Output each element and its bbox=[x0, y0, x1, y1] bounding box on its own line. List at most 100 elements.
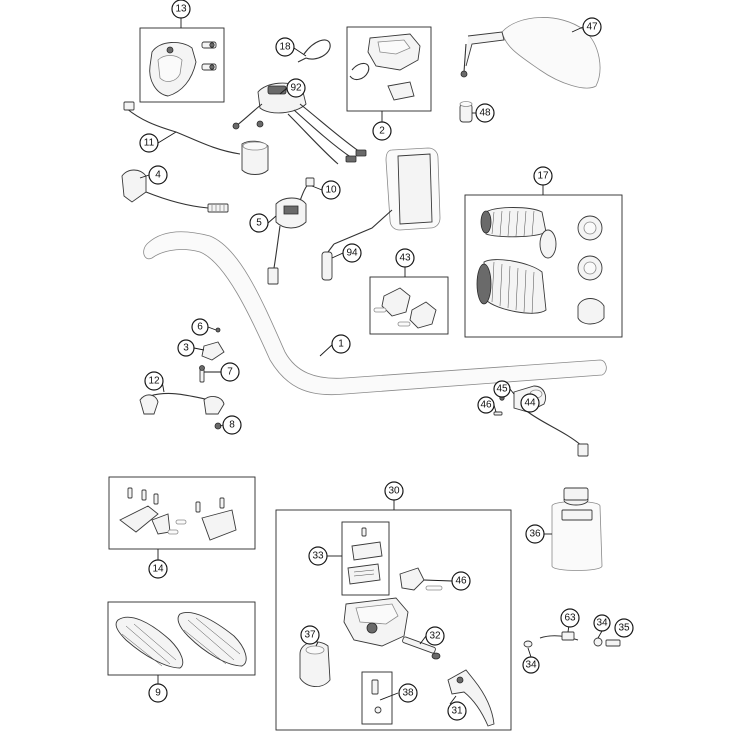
svg-text:5: 5 bbox=[256, 218, 262, 229]
group-box-43 bbox=[369, 276, 449, 335]
svg-text:33: 33 bbox=[312, 551, 324, 562]
svg-text:92: 92 bbox=[290, 83, 302, 94]
grips-17 bbox=[476, 207, 605, 325]
callout-6: 6 bbox=[191, 318, 209, 336]
cable-tie-18 bbox=[297, 39, 331, 63]
callout-1: 1 bbox=[331, 334, 351, 354]
callout-31: 31 bbox=[447, 701, 467, 721]
fluid-bottle-36 bbox=[551, 487, 603, 571]
piston-32 bbox=[402, 636, 441, 660]
callout-94: 94 bbox=[342, 243, 362, 263]
callout-12: 12 bbox=[144, 371, 164, 391]
callout-36: 36 bbox=[525, 524, 545, 544]
callout-48: 48 bbox=[475, 103, 495, 123]
group-box-17 bbox=[464, 194, 623, 338]
group-box-9 bbox=[107, 601, 256, 676]
svg-text:37: 37 bbox=[304, 630, 316, 641]
svg-text:17: 17 bbox=[537, 171, 549, 182]
callout-7: 7 bbox=[220, 362, 240, 382]
svg-text:31: 31 bbox=[451, 706, 463, 717]
callout-37: 37 bbox=[300, 625, 320, 645]
bleeder-38 bbox=[371, 679, 382, 714]
mirror-47 bbox=[460, 17, 601, 89]
callout-33: 33 bbox=[308, 546, 328, 566]
switch-cable-4 bbox=[121, 169, 229, 213]
svg-text:6: 6 bbox=[197, 322, 203, 333]
svg-text:1: 1 bbox=[338, 339, 344, 350]
svg-text:18: 18 bbox=[279, 42, 291, 53]
svg-text:8: 8 bbox=[229, 420, 235, 431]
svg-text:47: 47 bbox=[586, 22, 598, 33]
callout-13: 13 bbox=[171, 0, 191, 19]
svg-text:14: 14 bbox=[152, 564, 164, 575]
callout-34-upper: 34 bbox=[593, 614, 611, 632]
group-box-2 bbox=[346, 26, 432, 112]
switch-5 bbox=[267, 197, 307, 285]
svg-text:11: 11 bbox=[144, 138, 155, 149]
callout-18: 18 bbox=[275, 37, 295, 57]
svg-text:35: 35 bbox=[618, 623, 630, 634]
callout-44: 44 bbox=[520, 393, 540, 413]
callout-43: 43 bbox=[395, 248, 415, 268]
svg-text:45: 45 bbox=[496, 384, 508, 395]
group-box-33 bbox=[341, 521, 390, 596]
group-box-30 bbox=[275, 509, 512, 731]
callout-92: 92 bbox=[286, 78, 306, 98]
callout-63: 63 bbox=[560, 608, 580, 628]
svg-text:3: 3 bbox=[183, 343, 189, 354]
callout-46-upper: 46 bbox=[477, 396, 495, 414]
callout-34-lower: 34 bbox=[522, 656, 540, 674]
callout-38: 38 bbox=[398, 683, 418, 703]
harness-12 bbox=[139, 392, 225, 430]
svg-text:2: 2 bbox=[379, 126, 385, 137]
svg-text:46: 46 bbox=[455, 576, 467, 587]
callout-10: 10 bbox=[321, 180, 341, 200]
callout-2: 2 bbox=[372, 121, 392, 141]
small-bracket-3 bbox=[199, 327, 225, 383]
svg-text:48: 48 bbox=[479, 108, 491, 119]
callout-14: 14 bbox=[148, 559, 168, 579]
svg-text:46: 46 bbox=[480, 400, 492, 411]
callout-35: 35 bbox=[614, 618, 634, 638]
callout-46-lower: 46 bbox=[451, 571, 471, 591]
bracket-assembly-2 bbox=[349, 33, 421, 101]
group-box-38 bbox=[361, 671, 393, 725]
svg-text:44: 44 bbox=[524, 398, 536, 409]
callout-32: 32 bbox=[425, 626, 445, 646]
svg-text:94: 94 bbox=[346, 248, 358, 259]
callout-30: 30 bbox=[384, 481, 404, 501]
callout-9: 9 bbox=[148, 683, 168, 703]
handlebar bbox=[143, 231, 607, 396]
plate-94 bbox=[321, 147, 441, 281]
svg-text:7: 7 bbox=[227, 367, 233, 378]
callout-5: 5 bbox=[249, 213, 269, 233]
switch-harness-11 bbox=[123, 101, 269, 175]
svg-text:4: 4 bbox=[155, 170, 161, 181]
callout-8: 8 bbox=[222, 415, 242, 435]
svg-text:34: 34 bbox=[596, 618, 608, 629]
master-cylinder-30 bbox=[343, 597, 409, 647]
svg-text:36: 36 bbox=[529, 529, 541, 540]
svg-text:38: 38 bbox=[402, 688, 414, 699]
switch-44 bbox=[493, 385, 589, 457]
brake-hose-63 bbox=[523, 631, 621, 648]
group-box-14 bbox=[108, 476, 256, 550]
switch-housing-13 bbox=[149, 41, 217, 97]
svg-text:13: 13 bbox=[175, 4, 187, 15]
clamps-43 bbox=[373, 287, 437, 329]
reservoir-cap-33 bbox=[347, 527, 383, 585]
bracket-kit-14 bbox=[119, 487, 237, 541]
svg-text:10: 10 bbox=[325, 185, 337, 196]
lever-31 bbox=[447, 669, 495, 727]
boot-37 bbox=[299, 641, 331, 687]
svg-text:30: 30 bbox=[388, 486, 400, 497]
svg-text:63: 63 bbox=[564, 613, 576, 624]
callout-47: 47 bbox=[582, 17, 602, 37]
svg-text:32: 32 bbox=[429, 631, 441, 642]
svg-text:34: 34 bbox=[525, 660, 537, 671]
callout-11: 11 bbox=[139, 133, 159, 153]
svg-text:43: 43 bbox=[399, 253, 411, 264]
handguards-9 bbox=[115, 612, 247, 669]
clamp-46 bbox=[399, 567, 443, 591]
